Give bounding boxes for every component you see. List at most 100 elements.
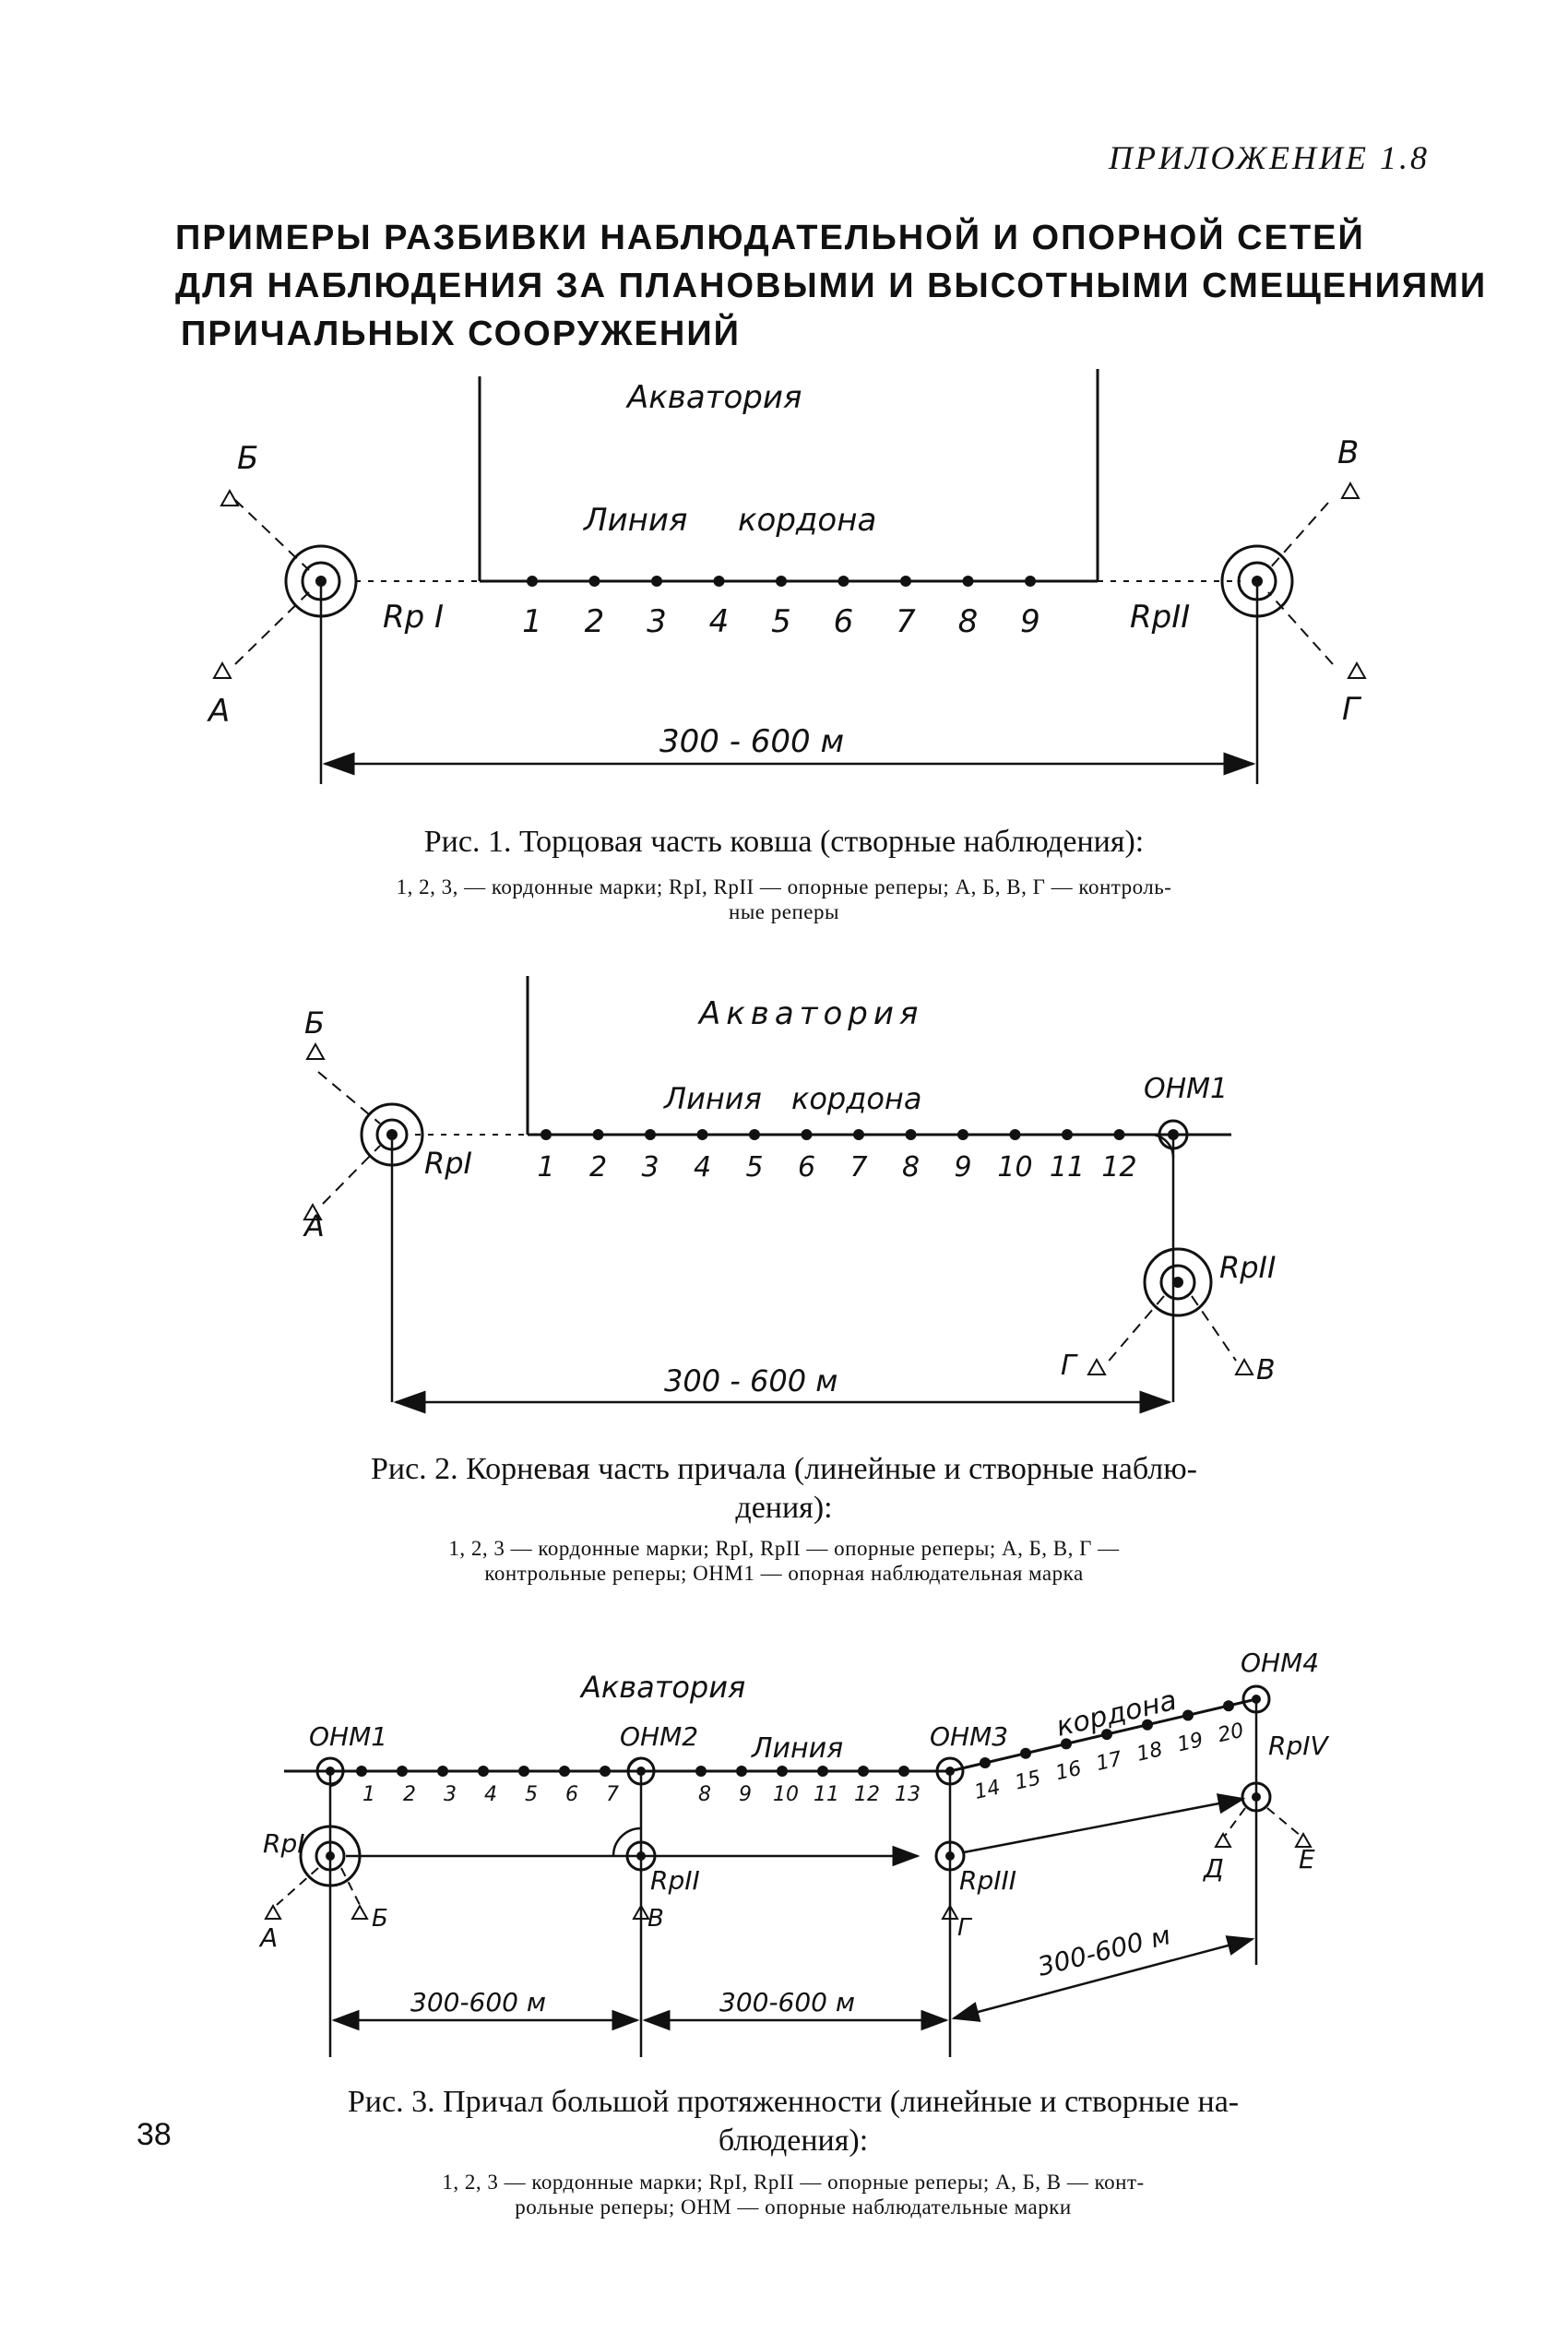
cordon-mark-dot [801,1129,813,1140]
cordon-mark-dot [837,576,849,587]
cordon-mark-dot [645,1129,656,1140]
page-number: 38 [137,2117,172,2152]
cordon-mark-label: 20 [1216,1719,1246,1748]
cordon-mark-dot [962,576,974,587]
fig3-onm4-label: ОНМ4 [1241,1648,1319,1678]
fig3-distance-3: 300-600 м [1035,1920,1174,1982]
cordon-mark-dot [817,1766,828,1777]
cordon-mark-label: 12 [1101,1151,1136,1184]
fig1-control-b: Б [237,440,258,477]
cordon-mark-dot [713,576,725,587]
fig3-rp3-label: RpIII [959,1865,1016,1896]
fig1-line-label: Линия [582,502,687,539]
cordon-mark-label: 8 [698,1783,711,1806]
cordon-mark-dot [592,1129,604,1140]
cordon-mark-dot [736,1766,747,1777]
fig2-distance-label: 300 - 600 м [664,1363,837,1398]
fig3-onm2-label: ОНМ2 [620,1721,698,1752]
fig3-water-label: Акватория [579,1670,745,1705]
cordon-mark-label: 12 [854,1783,880,1806]
cordon-mark-label: 5 [771,603,791,640]
fig2-legend-line-2: контрольные реперы; ОНМ1 — опорная наблю… [484,1562,1084,1585]
cordon-mark-dot [1223,1700,1234,1712]
fig3-control-e: Е [1299,1844,1315,1874]
cordon-mark-label: 17 [1094,1747,1124,1776]
cordon-mark-label: 6 [834,603,854,640]
fig3-onm1-label: ОНМ1 [309,1721,387,1752]
cordon-mark-label: 7 [896,603,916,640]
fig2-caption-line-1: Рис. 2. Корневая часть причала (линейные… [370,1452,1197,1486]
cordon-mark-label: 11 [1050,1151,1085,1184]
cordon-mark-dot [858,1766,869,1777]
cordon-mark-label: 2 [589,1151,607,1184]
fig1-legend-line-2: ные реперы [729,900,839,923]
figure-3-diagram: Акватория Линия кордона ОНМ1 ОНМ2 ОНМ3 О… [258,1648,1329,2057]
cordon-mark-dot [696,1129,708,1140]
fig3-onm3-label: ОНМ3 [930,1721,1008,1752]
fig1-distance-label: 300 - 600 м [659,723,844,760]
fig1-control-v: В [1337,434,1359,471]
fig1-legend-line-1: 1, 2, 3, — кордонные марки; RpI, RpII — … [396,875,1172,898]
fig2-control-g: Г [1061,1350,1078,1382]
fig2-onm1-label: ОНМ1 [1144,1073,1228,1105]
cordon-mark-label: 10 [997,1151,1032,1184]
cordon-mark-label: 3 [444,1783,457,1806]
cordon-mark-dot [1101,1729,1112,1741]
cordon-mark-label: 2 [585,603,605,640]
fig3-control-v: В [647,1905,664,1933]
fig3-legend-line-1: 1, 2, 3 — кордонные марки; RpI, RpII — о… [442,2171,1145,2194]
heading-line-3: ПРИЧАЛЬНЫХ СООРУЖЕНИЙ [181,315,741,353]
fig3-control-d: Д [1202,1853,1224,1884]
cordon-mark-dot [1009,1129,1021,1140]
cordon-mark-dot [527,576,538,587]
cordon-mark-label: 7 [606,1783,619,1806]
fig3-control-a: А [258,1922,278,1953]
cordon-mark-dot [1025,576,1036,587]
cordon-mark-label: 13 [895,1783,921,1806]
cordon-mark-dot [1061,1738,1072,1750]
cordon-mark-label: 14 [972,1776,1003,1804]
cordon-mark-label: 16 [1053,1757,1084,1786]
cordon-mark-dot [900,576,911,587]
cordon-mark-label: 5 [745,1151,763,1184]
fig2-control-b: Б [304,1005,325,1041]
cordon-mark-label: 4 [484,1783,497,1806]
figure-3-caption: Рис. 3. Причал большой протяженности (ли… [231,2083,1356,2160]
cordon-mark-label: 10 [773,1783,799,1806]
cordon-mark-dot [478,1766,489,1777]
fig2-rp1-label: RpI [424,1146,472,1181]
heading-line-2: ДЛЯ НАБЛЮДЕНИЯ ЗА ПЛАНОВЫМИ И ВЫСОТНЫМИ … [175,267,1488,305]
fig1-rp1-label: Rp I [383,599,444,636]
cordon-mark-dot [437,1766,448,1777]
fig3-rp4-label: RpIV [1268,1731,1329,1761]
fig2-water-label: Акватория [697,995,923,1032]
cordon-mark-label: 1 [522,603,542,640]
cordon-mark-dot [651,576,662,587]
fig3-legend-line-2: рольные реперы; ОНМ — опорные наблюдател… [515,2195,1072,2219]
cordon-mark-label: 3 [647,603,667,640]
cordon-mark-label: 7 [849,1151,867,1184]
appendix-label: ПРИЛОЖЕНИЕ 1.8 [1109,139,1430,176]
fig2-line-label: Линия [663,1081,762,1116]
cordon-mark-label: 5 [525,1783,538,1806]
fig1-control-g: Г [1342,691,1362,728]
fig3-distance-1: 300-600 м [410,1987,546,2017]
cordon-mark-label: 9 [954,1151,971,1184]
figure-1-caption: Рис. 1. Торцовая часть ковша (створные н… [423,825,1145,859]
fig2-rp2-label: RpII [1219,1250,1276,1285]
cordon-mark-label: 6 [565,1783,578,1806]
cordon-mark-dot [777,1766,788,1777]
fig3-rp2-label: RpII [650,1865,700,1896]
cordon-mark-label: 19 [1175,1729,1206,1757]
cordon-mark-dot [898,1766,909,1777]
cordon-mark-label: 9 [739,1783,752,1806]
fig3-control-b: Б [372,1905,388,1933]
cordon-mark-dot [1142,1719,1153,1731]
cordon-mark-dot [540,1129,552,1140]
fig1-cordon-label: кордона [738,502,876,539]
cordon-mark-dot [559,1766,570,1777]
fig3-distance-2: 300-600 м [719,1987,855,2017]
fig1-rp2-label: RpII [1130,599,1190,636]
fig2-caption-line-2: дения): [735,1491,833,1525]
